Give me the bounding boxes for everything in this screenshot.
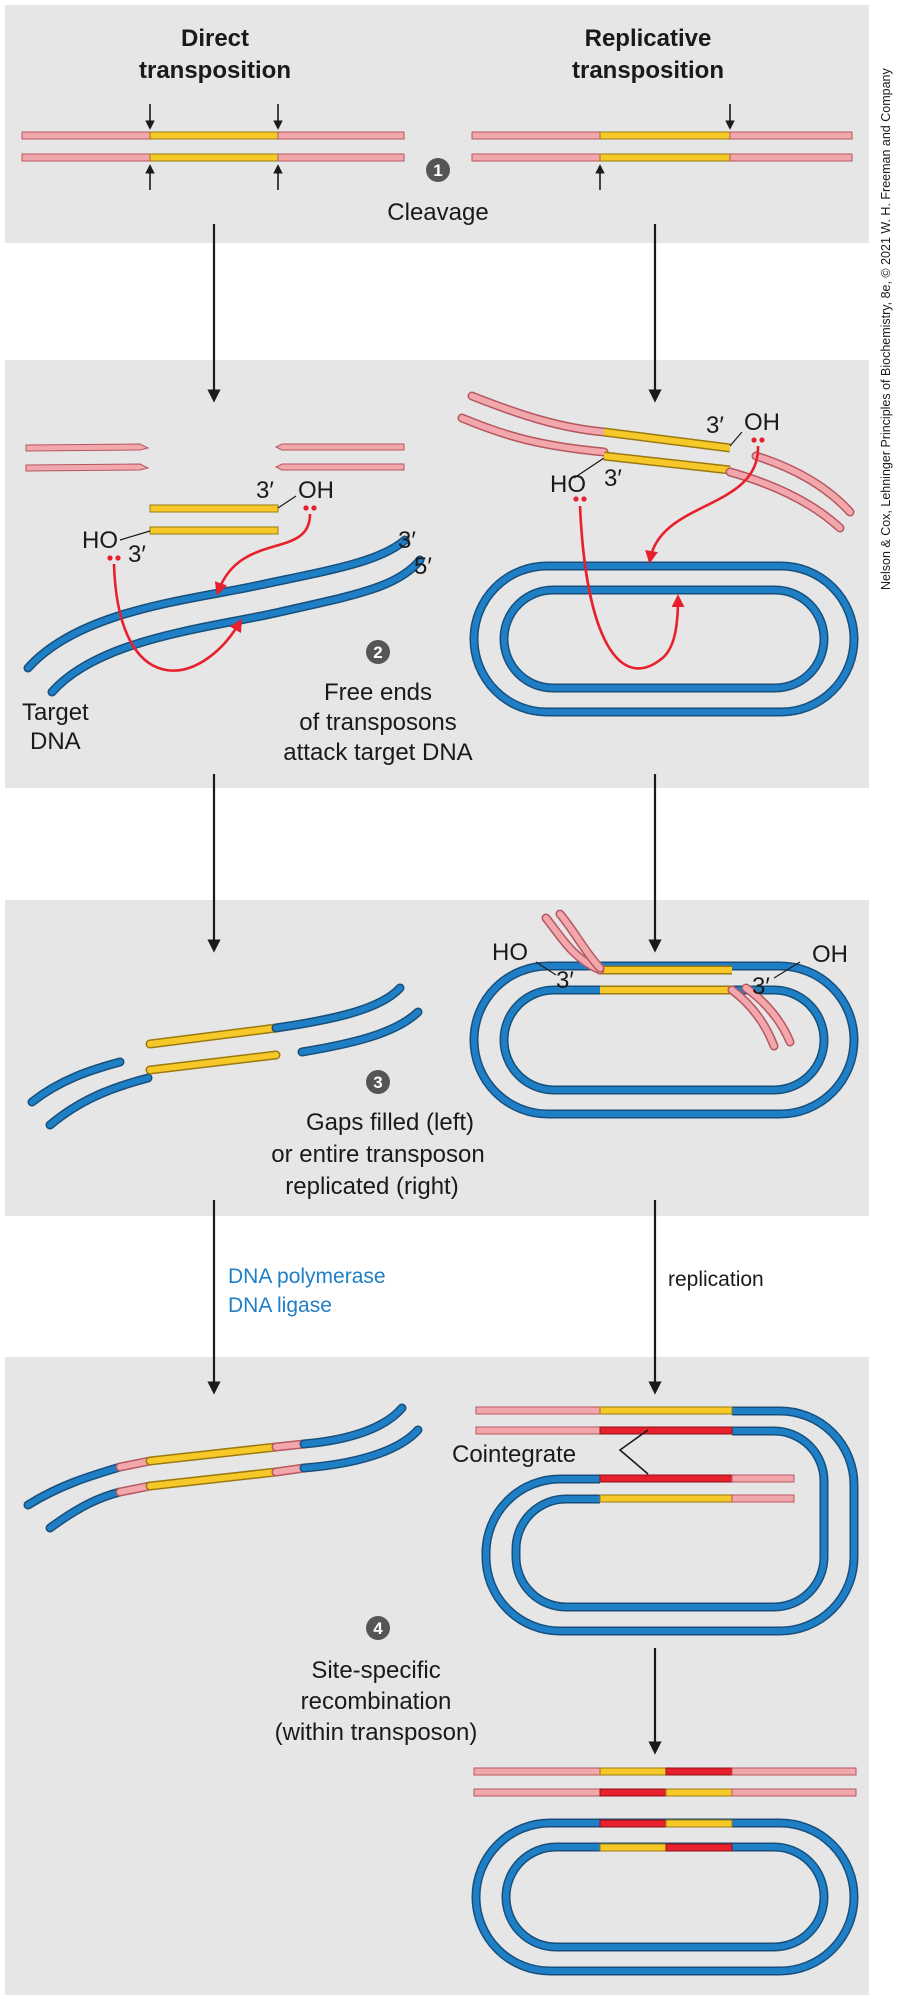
label-3prime-panel3-right: 3′ — [752, 973, 770, 1000]
step-2-badge: 2 — [366, 640, 390, 664]
label-oh-replicative: OH — [744, 409, 780, 436]
step-1-label: Cleavage — [387, 199, 488, 226]
attack-arrow-left-2 — [112, 563, 242, 672]
heading-replicative: Replicative — [585, 25, 712, 52]
label-5prime-target: 5′ — [414, 553, 432, 580]
label-3prime-direct-bottom: 3′ — [128, 541, 146, 568]
nucleophile-dots-left — [107, 505, 317, 561]
heading-direct-2: transposition — [139, 57, 291, 84]
svg-text:2: 2 — [373, 643, 382, 662]
leader-oh-right — [729, 431, 743, 447]
label-3prime-direct-top: 3′ — [256, 477, 274, 504]
leader-ho-panel3 — [535, 961, 557, 976]
cointegrate-structure — [481, 1406, 859, 1636]
leader-oh-left — [277, 495, 297, 509]
step-2-label-2: of transposons — [299, 709, 456, 736]
replicative-target-plasmid — [469, 561, 859, 717]
direct-target-dna — [23, 535, 425, 697]
direct-transposon — [149, 504, 279, 535]
replicative-donor-dna — [471, 131, 853, 162]
step-4-label-3: (within transposon) — [275, 1719, 478, 1746]
direct-donor-dna — [21, 131, 405, 162]
svg-text:3: 3 — [373, 1073, 382, 1092]
panel-3-background — [5, 900, 869, 1216]
replicative-donor-panel-2 — [457, 391, 855, 533]
direct-integrated-gapped — [27, 983, 423, 1130]
step-4-label-2: recombination — [301, 1688, 452, 1715]
label-3prime-target: 3′ — [398, 527, 416, 554]
replicative-integrated-plasmid — [469, 909, 859, 1119]
direct-completed-insert — [23, 1403, 423, 1533]
step-2-label-3: attack target DNA — [283, 739, 472, 766]
label-ho-panel3: HO — [492, 939, 528, 966]
cointegrate-bracket — [618, 1429, 649, 1475]
step-3-label-1: Gaps filled (left) — [306, 1109, 474, 1136]
label-3prime-replicative-top: 3′ — [706, 412, 724, 439]
replicative-cleavage-arrows — [595, 104, 735, 190]
step-4-label-1: Site-specific — [311, 1657, 440, 1684]
direct-cleavage-arrows — [145, 104, 283, 190]
product-target-plasmid — [471, 1818, 859, 1976]
direct-flanking-fragments — [25, 443, 405, 472]
label-target-dna-1: Target — [22, 699, 89, 726]
panel-2-background — [5, 360, 869, 788]
step-3-label-3: replicated (right) — [285, 1173, 458, 1200]
svg-text:1: 1 — [433, 161, 442, 180]
attack-arrow-right-2 — [578, 505, 685, 670]
attack-arrow-right-1 — [645, 445, 760, 564]
enzyme-label-ligase: DNA ligase — [228, 1294, 332, 1317]
leader-oh-panel3 — [773, 961, 801, 979]
cointegrate-strands — [475, 1406, 795, 1503]
step-4-badge: 4 — [366, 1616, 390, 1640]
step-3-badge: 3 — [366, 1070, 390, 1094]
enzyme-label-polymerase: DNA polymerase — [228, 1265, 386, 1288]
attack-arrow-left-1 — [214, 513, 312, 596]
label-3prime-panel3-left: 3′ — [556, 967, 574, 994]
step-2-label-1: Free ends — [324, 679, 432, 706]
product-donor-dna — [473, 1767, 857, 1797]
label-oh-panel3: OH — [812, 941, 848, 968]
enzyme-label-replication: replication — [668, 1268, 764, 1291]
heading-direct: Direct — [181, 25, 249, 52]
svg-text:4: 4 — [373, 1619, 383, 1638]
leader-ho-right — [573, 457, 605, 479]
step-1-badge: 1 — [426, 158, 450, 182]
heading-replicative-2: transposition — [572, 57, 724, 84]
label-oh-direct: OH — [298, 477, 334, 504]
copyright-credit: Nelson & Cox, Lehninger Principles of Bi… — [879, 68, 893, 590]
nucleophile-dots-right — [573, 437, 765, 502]
step-3-label-2: or entire transposon — [271, 1141, 484, 1168]
leader-ho-left — [119, 530, 151, 541]
label-target-dna-2: DNA — [30, 728, 81, 755]
label-3prime-replicative-bottom: 3′ — [604, 465, 622, 492]
label-cointegrate: Cointegrate — [452, 1441, 576, 1468]
label-ho-direct: HO — [82, 527, 118, 554]
label-ho-replicative: HO — [550, 471, 586, 498]
